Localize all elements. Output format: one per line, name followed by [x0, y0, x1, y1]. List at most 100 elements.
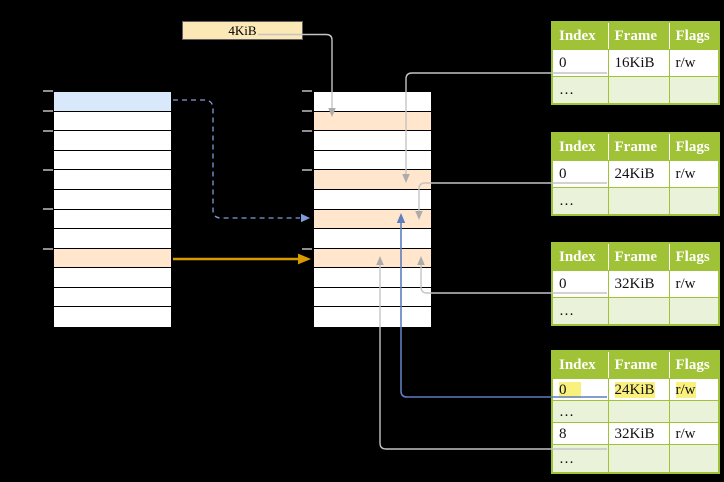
table-row-ellipsis: …	[551, 76, 720, 105]
column-header-frame: Frame	[607, 132, 670, 161]
cell-flags: r/w	[668, 160, 720, 188]
highlighted-value: 24KiB	[614, 381, 655, 398]
cell-flags: r/w	[668, 378, 720, 401]
table-row-ellipsis: …	[551, 400, 720, 423]
memory-row	[314, 111, 431, 132]
cell-index: …	[551, 400, 609, 423]
memory-row	[314, 131, 431, 151]
arrow-virtual-blue-to-physical-dashed	[173, 99, 310, 223]
arrow-virtual-orange-to-physical	[173, 253, 311, 265]
physical-memory-column	[313, 91, 432, 328]
memory-row	[314, 209, 431, 230]
cell-frame: 16KiB	[607, 49, 670, 77]
memory-row	[54, 307, 171, 327]
page-table-1: Index Frame Flags 0 16KiB r/w …	[551, 21, 720, 105]
table-row: 0 32KiB r/w	[551, 270, 720, 298]
memory-row	[54, 209, 171, 230]
cell-frame	[607, 444, 670, 474]
arrowhead-right-icon	[301, 213, 310, 223]
arrowhead-right-icon	[298, 253, 311, 265]
cell-frame	[607, 400, 670, 423]
address-tick	[302, 169, 312, 171]
column-header-flags: Flags	[668, 350, 720, 379]
table-header-row: Index Frame Flags	[551, 132, 720, 161]
memory-row	[54, 111, 171, 132]
memory-row	[54, 92, 171, 112]
memory-row	[314, 248, 431, 269]
memory-row	[54, 170, 171, 190]
cell-frame: 32KiB	[607, 422, 670, 445]
cell-frame: 24KiB	[607, 160, 670, 188]
address-tick	[43, 130, 53, 132]
column-header-frame: Frame	[607, 21, 670, 50]
cell-frame	[607, 297, 670, 326]
connector-line	[173, 99, 300, 219]
address-tick	[302, 130, 312, 132]
highlighted-value: 0	[559, 381, 581, 398]
memory-row	[54, 287, 171, 308]
memory-row	[54, 268, 171, 288]
memory-row	[54, 131, 171, 151]
column-header-frame: Frame	[607, 242, 670, 271]
column-header-flags: Flags	[668, 132, 720, 161]
table-row: 0 24KiB r/w	[551, 160, 720, 188]
page-table-4: Index Frame Flags 0 24KiB r/w … 8 32KiB …	[551, 350, 720, 474]
column-header-index: Index	[551, 242, 609, 271]
cell-frame	[607, 187, 670, 216]
memory-row	[54, 229, 171, 249]
cell-flags: r/w	[668, 270, 720, 298]
table-header-row: Index Frame Flags	[551, 350, 720, 379]
cell-flags	[668, 76, 720, 105]
table-row: 0 16KiB r/w	[551, 49, 720, 77]
cell-frame: 32KiB	[607, 270, 670, 298]
address-tick	[302, 110, 312, 112]
memory-row	[54, 189, 171, 210]
page-table-2: Index Frame Flags 0 24KiB r/w …	[551, 132, 720, 216]
memory-row	[314, 189, 431, 210]
column-header-flags: Flags	[668, 21, 720, 50]
cell-frame	[607, 76, 670, 105]
cell-flags: r/w	[668, 422, 720, 445]
table-row: 8 32KiB r/w	[551, 422, 720, 445]
column-header-index: Index	[551, 350, 609, 379]
cell-flags	[668, 297, 720, 326]
table-row-highlighted: 0 24KiB r/w	[551, 378, 720, 401]
table-row-ellipsis: …	[551, 187, 720, 216]
column-header-flags: Flags	[668, 242, 720, 271]
table-header-row: Index Frame Flags	[551, 242, 720, 271]
cell-index: 0	[551, 49, 609, 77]
address-tick	[43, 169, 53, 171]
memory-row	[314, 150, 431, 171]
memory-row	[54, 150, 171, 171]
column-header-index: Index	[551, 132, 609, 161]
column-header-index: Index	[551, 21, 609, 50]
memory-row	[314, 170, 431, 190]
table-header-row: Index Frame Flags	[551, 21, 720, 50]
address-tick	[43, 90, 53, 92]
cell-index: …	[551, 297, 609, 326]
memory-row	[54, 248, 171, 269]
virtual-memory-column	[53, 91, 172, 328]
memory-row	[314, 268, 431, 288]
cell-frame: 24KiB	[607, 378, 670, 401]
cell-flags	[668, 444, 720, 474]
cell-flags	[668, 400, 720, 423]
memory-row	[314, 287, 431, 308]
page-table-3: Index Frame Flags 0 32KiB r/w …	[551, 242, 720, 326]
cell-index: 0	[551, 270, 609, 298]
page-size-label-box: 4KiB	[182, 21, 303, 40]
cell-index: …	[551, 76, 609, 105]
memory-row	[314, 307, 431, 327]
highlighted-value: r/w	[675, 381, 696, 398]
cell-index: 8	[551, 422, 609, 445]
address-tick	[43, 208, 53, 210]
memory-row	[314, 92, 431, 112]
cell-index: …	[551, 187, 609, 216]
table-row-ellipsis: …	[551, 444, 720, 474]
address-tick	[43, 110, 53, 112]
page-size-label: 4KiB	[228, 23, 257, 38]
address-tick	[302, 90, 312, 92]
address-tick	[302, 248, 312, 250]
memory-row	[314, 229, 431, 249]
